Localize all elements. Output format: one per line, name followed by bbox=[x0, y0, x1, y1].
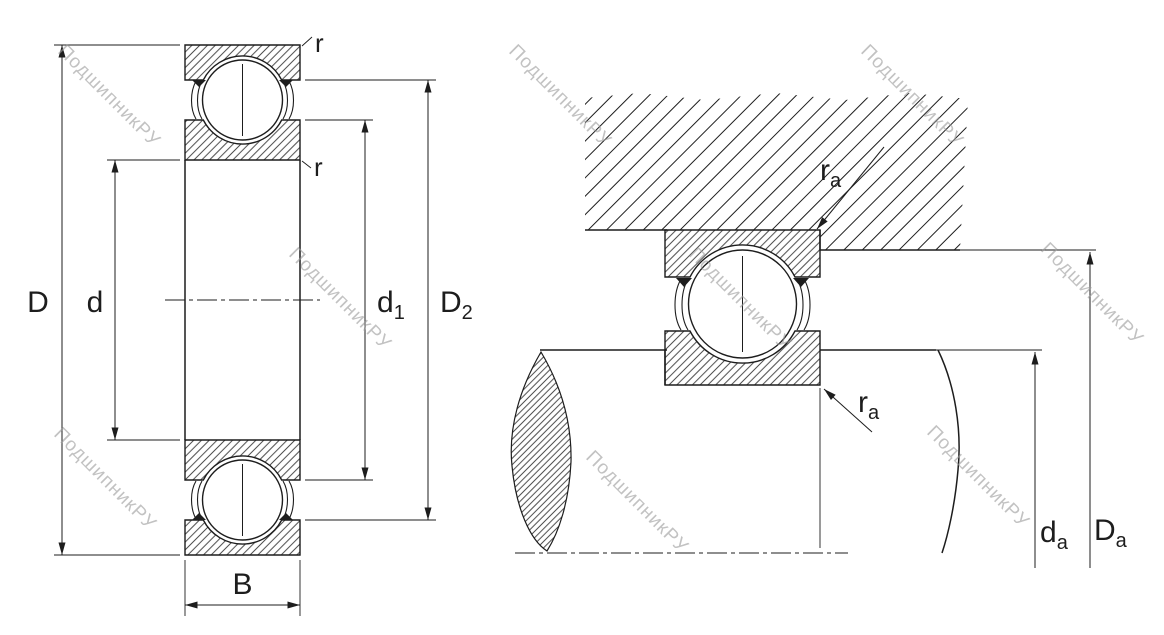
label-outer-diameter: D bbox=[27, 286, 49, 319]
seal-top-right bbox=[279, 80, 295, 120]
seal-bottom-right bbox=[279, 480, 295, 520]
inner-ring-section-top bbox=[184, 119, 301, 161]
label-d1: d1 bbox=[377, 286, 405, 324]
seal-bottom-left bbox=[190, 480, 206, 520]
dimension-D: D bbox=[27, 44, 180, 556]
dimension-Da: Da bbox=[960, 249, 1128, 568]
inner-ring-section bbox=[664, 330, 821, 386]
outer-ring-section-top bbox=[184, 44, 301, 81]
label-width: B bbox=[232, 568, 252, 601]
inner-ring-section-bottom bbox=[184, 439, 301, 481]
label-da: da bbox=[1040, 516, 1069, 554]
label-r-top: r bbox=[315, 28, 324, 58]
watermark-text: ПодшипникРУ bbox=[581, 447, 692, 558]
corner-radius-bottom: r bbox=[301, 152, 323, 182]
fillet-ra-bottom: ra bbox=[823, 386, 880, 433]
fillet-ra-top: ra bbox=[816, 146, 885, 230]
seal-top-left bbox=[190, 80, 206, 120]
dimension-d1: d1 bbox=[305, 119, 405, 481]
label-ra-top: ra bbox=[820, 154, 842, 192]
label-bore-diameter: d bbox=[87, 286, 104, 319]
seal-left bbox=[674, 278, 692, 331]
watermark-text: ПодшипникРУ bbox=[922, 422, 1033, 533]
outer-ring-section bbox=[664, 229, 821, 278]
shaft-break-line bbox=[937, 349, 960, 554]
watermark-text: ПодшипникРУ bbox=[504, 41, 615, 152]
label-D2: D2 bbox=[440, 286, 473, 324]
dimension-da: da bbox=[936, 349, 1069, 568]
dimension-d: d bbox=[87, 159, 180, 441]
label-ra-bottom: ra bbox=[858, 386, 880, 424]
shaft-section-cut bbox=[510, 350, 572, 552]
bearing-mounting-section: ra ra da Da bbox=[510, 93, 1128, 568]
label-Da: Da bbox=[1094, 514, 1128, 552]
corner-radius-top: r bbox=[301, 28, 324, 58]
dimension-D2: D2 bbox=[305, 79, 473, 521]
bearing-cross-section: D d d1 D2 r r bbox=[27, 28, 473, 616]
watermark-text: ПодшипникРУ bbox=[1036, 239, 1147, 350]
label-r-bottom: r bbox=[314, 152, 323, 182]
seal-right bbox=[793, 278, 811, 331]
dimension-B: B bbox=[184, 560, 301, 616]
watermark-text: ПодшипникРУ bbox=[53, 41, 164, 152]
outer-ring-section-bottom bbox=[184, 519, 301, 556]
housing-section bbox=[585, 93, 968, 250]
